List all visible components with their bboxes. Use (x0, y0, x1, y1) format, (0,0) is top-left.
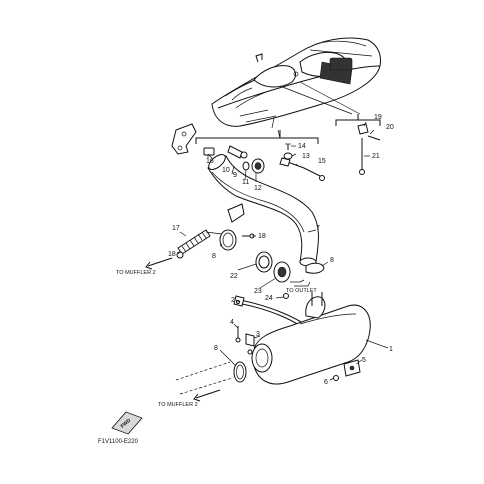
joint-23 (273, 261, 291, 283)
part-3-bracket (245, 333, 255, 355)
number-leaders (177, 121, 389, 381)
clamp-8-lower (233, 361, 247, 383)
part-number-8-upper: 8 (212, 253, 216, 260)
part-4-bolt (235, 326, 241, 343)
part-number-20: 20 (386, 124, 394, 131)
part-24-bolt (283, 293, 289, 299)
part-number-19: 19 (374, 114, 382, 121)
group-bracket-left (195, 130, 319, 144)
part-number-4: 4 (230, 319, 234, 326)
to-outlet-label: TO OUTLET (286, 288, 317, 294)
part-number-10: 10 (222, 167, 230, 174)
part-11-washer (242, 161, 250, 171)
exhaust-pipe-7 (207, 154, 319, 267)
to-muffler-2-label-upper: TO MUFFLER 2 (116, 270, 156, 276)
part-19-cap (357, 123, 369, 135)
part-number-21: 21 (372, 153, 380, 160)
part-number-22: 22 (230, 273, 238, 280)
part-number-labels: 16 10 9 11 12 14 13 15 19 20 21 7 17 18 … (168, 114, 394, 386)
part-number-5: 5 (362, 357, 366, 364)
part-10-bolt (227, 145, 248, 159)
part-21-rod (359, 138, 365, 175)
outlet-leader (290, 279, 311, 287)
arrow-to-muffler-2-lower (193, 389, 221, 402)
part-number-16: 16 (206, 158, 214, 165)
part-number-14: 14 (298, 143, 306, 150)
group-bracket-right (335, 114, 381, 126)
to-muffler-2-label-lower: TO MUFFLER 2 (158, 402, 198, 408)
part-number-12: 12 (254, 185, 262, 192)
part-13-clip (283, 152, 293, 160)
part-number-18-upper-right: 18 (258, 233, 266, 240)
part-number-2: 2 (231, 297, 235, 304)
part-20-screw (367, 135, 381, 141)
clamp-8-upper (219, 229, 237, 251)
part-14-bolt (285, 143, 291, 150)
part-number-23: 23 (254, 288, 262, 295)
clamp-8-mid (305, 262, 325, 274)
part-number-17: 17 (172, 225, 180, 232)
part-number-11: 11 (242, 179, 249, 186)
part-number-8-lower: 8 (214, 345, 218, 352)
part-number-7: 7 (316, 225, 320, 232)
arrow-to-muffler-2-upper (145, 257, 173, 270)
part-16-fitting (203, 147, 215, 158)
part-number-6: 6 (324, 379, 328, 386)
lower-pipe (175, 361, 233, 395)
part-number-8-mid: 8 (330, 257, 334, 264)
figure-code: F1V1100-E220 (98, 439, 139, 445)
part-number-15: 15 (318, 158, 326, 165)
part-number-24: 24 (265, 295, 273, 302)
part-12-grommet (251, 158, 265, 174)
muffler-1 (251, 292, 371, 385)
part-number-1: 1 (389, 346, 393, 353)
part-number-13: 13 (302, 153, 310, 160)
fwd-arrow-icon: FWD (111, 411, 143, 435)
part-number-3: 3 (256, 331, 260, 338)
part-number-18-upper-left: 18 (168, 251, 176, 258)
watercraft-illustration (211, 37, 381, 129)
mounting-plate (171, 123, 197, 155)
gasket-22 (255, 251, 273, 273)
part-6-screw (333, 375, 339, 381)
part-number-9: 9 (233, 172, 237, 179)
part-15-cable (279, 157, 325, 181)
